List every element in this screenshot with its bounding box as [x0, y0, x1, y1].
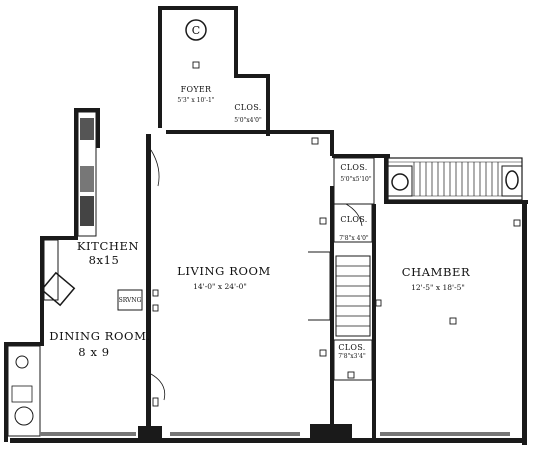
- serving-cabinet: [117, 289, 143, 311]
- clos-low-dims: 7'8"x3'4": [338, 353, 366, 360]
- living-name: LIVING ROOM: [177, 264, 271, 278]
- door-swings: [150, 149, 363, 401]
- chimney-symbol: C: [185, 19, 207, 41]
- living-dims: 14'-0" x 24'-0": [193, 282, 247, 291]
- clos-living-dims: 5'0"x5'10": [340, 176, 372, 183]
- windows-bottom: [40, 424, 510, 438]
- dining-name: DINING ROOM.: [49, 329, 150, 343]
- clos-mid-dims: 7'8"x 4'0": [339, 235, 369, 242]
- lower-left-fixture: [7, 345, 41, 437]
- terrace-planter-left: [391, 173, 409, 191]
- clos-low-name: CLOS.: [338, 343, 365, 352]
- outlet-markers: [152, 61, 521, 407]
- clos-foyer-name: CLOS.: [234, 103, 261, 112]
- service-label: SRVNG: [119, 297, 142, 304]
- dining-dims: 8 x 9: [78, 345, 109, 359]
- terrace-planter-right: [505, 170, 519, 190]
- chimney-label: C: [192, 24, 200, 37]
- clos-mid-name: CLOS.: [340, 215, 367, 224]
- room-labels: FOYER 5'3" x 10'-1" CLOS. 5'0"x4'0" CLOS…: [49, 85, 471, 360]
- terrace: [387, 157, 523, 201]
- foyer-dims: 5'3" x 10'-1": [177, 97, 214, 104]
- clos-foyer-dims: 5'0"x4'0": [234, 117, 262, 124]
- clos-living-name: CLOS.: [340, 163, 367, 172]
- foyer-name: FOYER: [181, 85, 212, 94]
- kitchen-fixtures: [40, 111, 97, 307]
- chamber-dims: 12'-5" x 18'-5": [411, 283, 465, 292]
- chamber-name: CHAMBER: [402, 265, 471, 279]
- kitchen-name: KITCHEN: [77, 239, 139, 253]
- central-closets: [308, 157, 375, 381]
- kitchen-dims: 8x15: [89, 253, 120, 267]
